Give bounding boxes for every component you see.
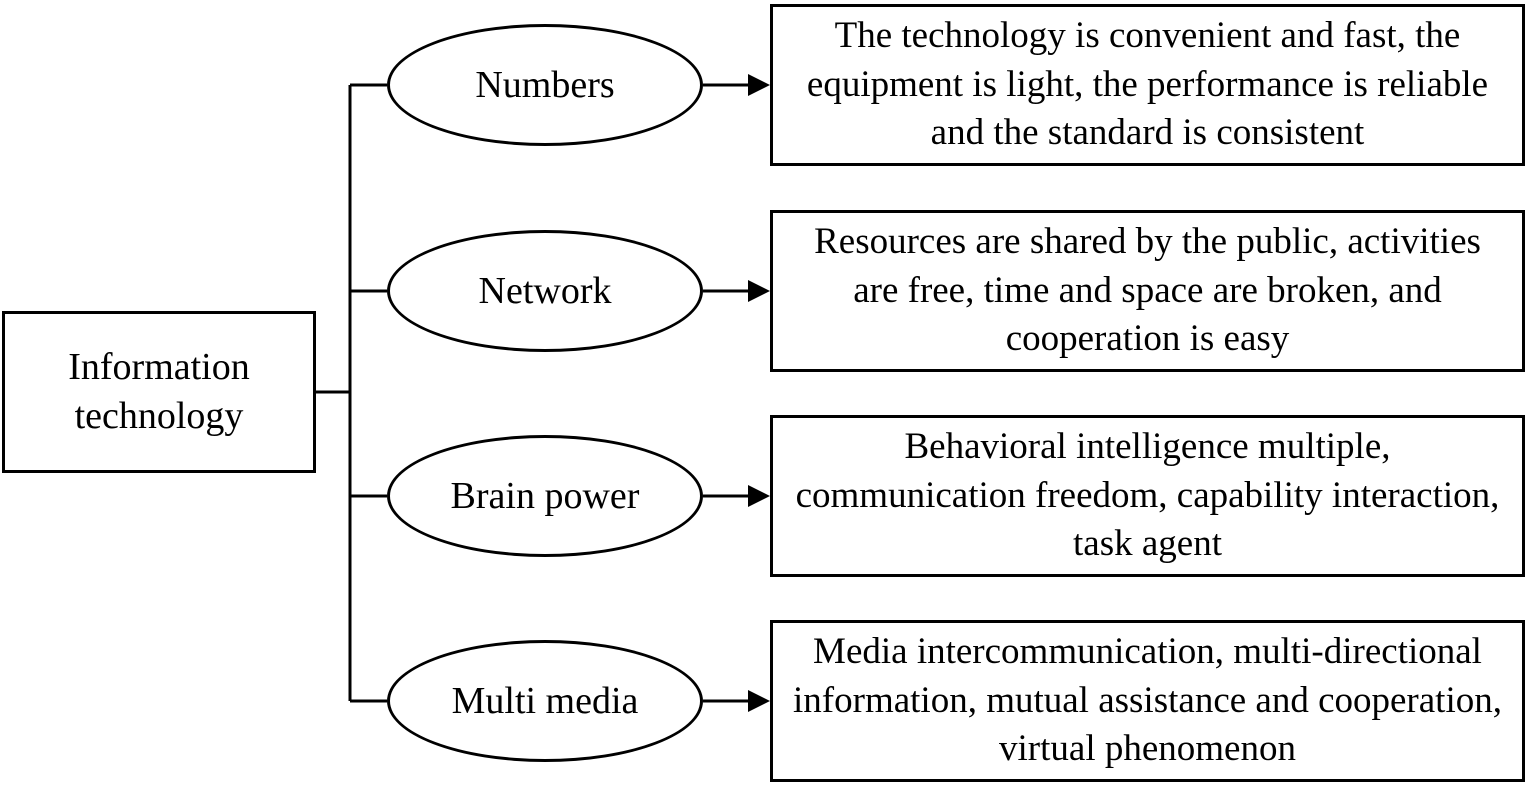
root-node: Information technology	[2, 311, 316, 473]
description-box-numbers: The technology is convenient and fast, t…	[770, 4, 1525, 166]
description-text: Resources are shared by the public, acti…	[814, 220, 1481, 360]
arrowhead-icon	[748, 690, 770, 712]
arrowhead-icon	[748, 485, 770, 507]
branch-label: Brain power	[450, 475, 640, 517]
branch-node-brain-power: Brain power	[387, 435, 703, 557]
description-box-network: Resources are shared by the public, acti…	[770, 210, 1525, 372]
description-text: Media intercommunication, multi-directio…	[793, 630, 1502, 770]
branch-node-multi-media: Multi media	[387, 640, 703, 762]
branch-label: Numbers	[475, 64, 615, 106]
branch-label: Multi media	[451, 680, 639, 722]
description-text: The technology is convenient and fast, t…	[806, 14, 1489, 154]
branch-node-network: Network	[387, 230, 703, 352]
description-text: Behavioral intelligence multiple, commun…	[795, 425, 1500, 565]
description-box-multi-media: Media intercommunication, multi-directio…	[770, 620, 1525, 782]
branch-node-numbers: Numbers	[387, 24, 703, 146]
description-box-brain-power: Behavioral intelligence multiple, commun…	[770, 415, 1525, 577]
arrowhead-icon	[748, 74, 770, 96]
branch-label: Network	[478, 270, 612, 312]
arrowhead-icon	[748, 280, 770, 302]
root-node-label: Information technology	[68, 345, 250, 437]
